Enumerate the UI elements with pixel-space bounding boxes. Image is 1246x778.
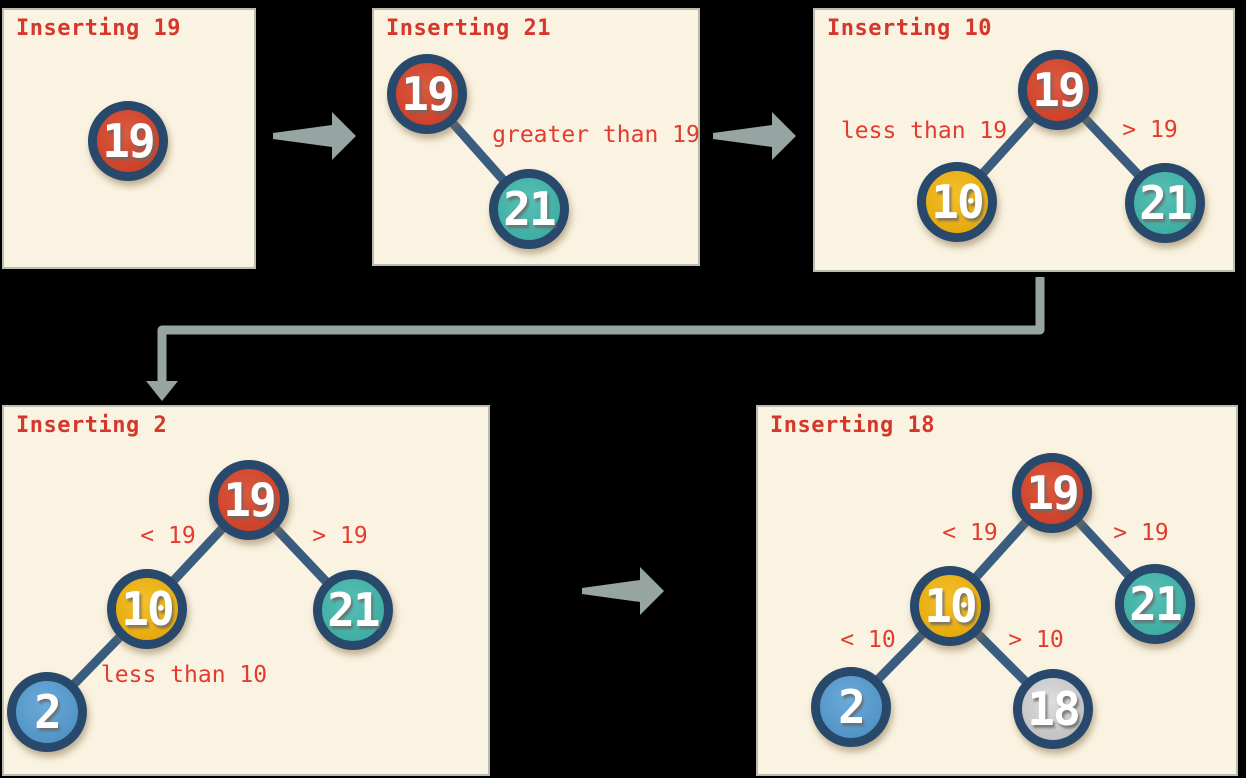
edge-label-lt-19: < 19 bbox=[942, 520, 998, 546]
tree-node-21: 21 bbox=[1115, 564, 1195, 644]
tree-node-10: 10 bbox=[107, 569, 187, 649]
panel-inserting-19: Inserting 19 19 bbox=[2, 8, 256, 269]
arrow-step1-to-step2 bbox=[273, 112, 356, 160]
arrow-step4-to-step5 bbox=[582, 567, 664, 615]
panel-inserting-18: Inserting 18 19 10 21 2 18 < 19 > 19 < 1… bbox=[756, 405, 1238, 776]
panel-inserting-21: Inserting 21 19 21 greater than 19 bbox=[372, 8, 700, 266]
tree-node-19: 19 bbox=[209, 460, 289, 540]
edge-label-less-than-10: less than 10 bbox=[100, 662, 268, 688]
edge-label-lt-19: < 19 bbox=[140, 523, 196, 549]
edge-label-less-than-19: less than 19 bbox=[840, 118, 1008, 144]
edge-label-lt-10: < 10 bbox=[840, 627, 896, 653]
panel-title: Inserting 18 bbox=[770, 413, 935, 438]
tree-node-21: 21 bbox=[489, 169, 569, 249]
panel-title: Inserting 21 bbox=[386, 16, 551, 41]
tree-node-19: 19 bbox=[387, 54, 467, 134]
panel-title: Inserting 2 bbox=[16, 413, 168, 438]
panel-inserting-2: Inserting 2 19 10 21 2 < 19 > 19 less th… bbox=[2, 405, 490, 776]
tree-node-2: 2 bbox=[7, 672, 87, 752]
panel-inserting-10: Inserting 10 19 10 21 less than 19 > 19 bbox=[813, 8, 1235, 272]
tree-node-21: 21 bbox=[1125, 163, 1205, 243]
edge-label-greater-19: > 19 bbox=[1122, 117, 1178, 143]
edge-label-gt-19: > 19 bbox=[1113, 520, 1169, 546]
tree-node-19: 19 bbox=[1018, 50, 1098, 130]
tree-node-19: 19 bbox=[1012, 453, 1092, 533]
edge-label-gt-10: > 10 bbox=[1008, 627, 1064, 653]
tree-node-21: 21 bbox=[313, 570, 393, 650]
tree-node-19: 19 bbox=[88, 101, 168, 181]
edge-label-greater-than-19: greater than 19 bbox=[492, 122, 700, 148]
panel-title: Inserting 10 bbox=[827, 16, 992, 41]
tree-node-18: 18 bbox=[1013, 669, 1093, 749]
arrow-step3-to-step4 bbox=[146, 277, 1045, 401]
arrow-step2-to-step3 bbox=[713, 112, 796, 160]
tree-node-2: 2 bbox=[811, 667, 891, 747]
tree-node-10: 10 bbox=[917, 162, 997, 242]
panel-title: Inserting 19 bbox=[16, 16, 181, 41]
tree-node-10: 10 bbox=[910, 566, 990, 646]
edge-label-gt-19: > 19 bbox=[312, 523, 368, 549]
